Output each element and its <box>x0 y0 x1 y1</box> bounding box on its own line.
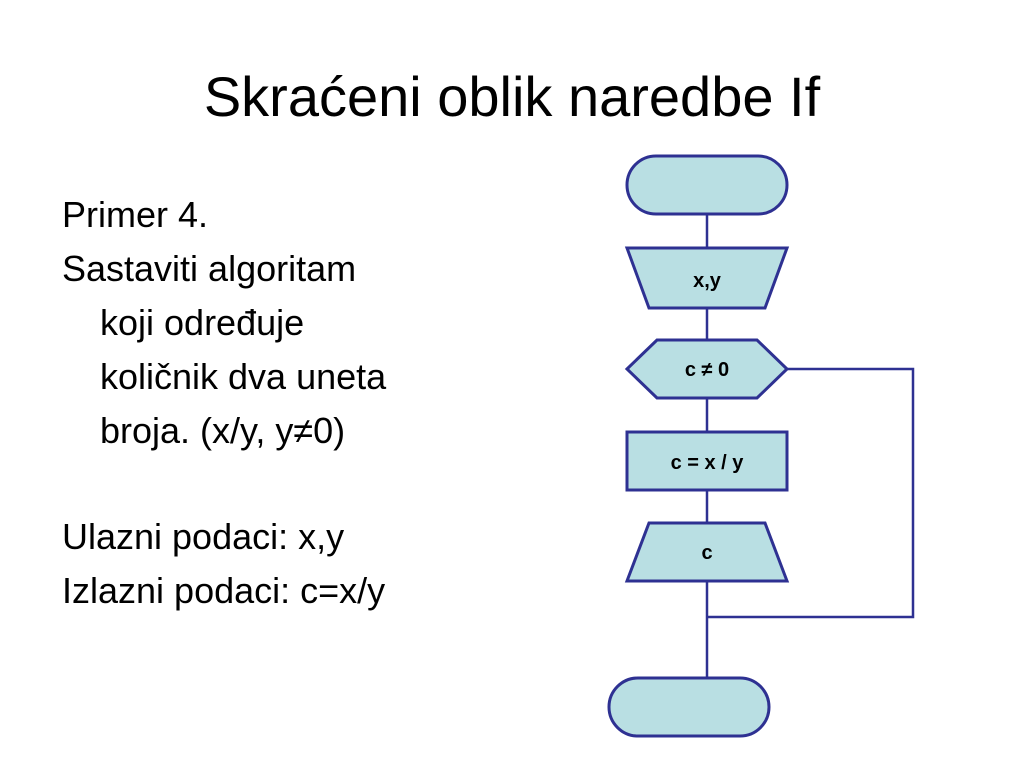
output-label: c <box>701 542 712 564</box>
example-label: Primer 4. <box>62 194 209 235</box>
output-shape <box>624 521 790 583</box>
process-label: c = x / y <box>671 452 745 474</box>
decision-label: c ≠ 0 <box>685 359 729 381</box>
connector-decision-bypass <box>707 367 915 619</box>
output-data-text: Izlazni podaci: c=x/y <box>62 570 386 611</box>
task-line-3: količnik dva uneta <box>100 356 387 397</box>
task-line-1: Sastaviti algoritam <box>62 248 357 289</box>
input-label: x,y <box>693 270 722 292</box>
decision-shape <box>624 338 790 400</box>
task-line-4: broja. (x/y, y≠0) <box>100 410 346 451</box>
end-terminal <box>607 676 771 738</box>
task-line-2: koji određuje <box>100 302 305 343</box>
input-shape <box>624 246 790 310</box>
slide-title: Skraćeni oblik naredbe If <box>203 65 821 128</box>
start-terminal <box>625 154 789 216</box>
body-text: Primer 4. Sastaviti algoritam koji određ… <box>62 188 542 618</box>
process-shape <box>625 430 789 492</box>
input-data-text: Ulazni podaci: x,y <box>62 516 345 557</box>
